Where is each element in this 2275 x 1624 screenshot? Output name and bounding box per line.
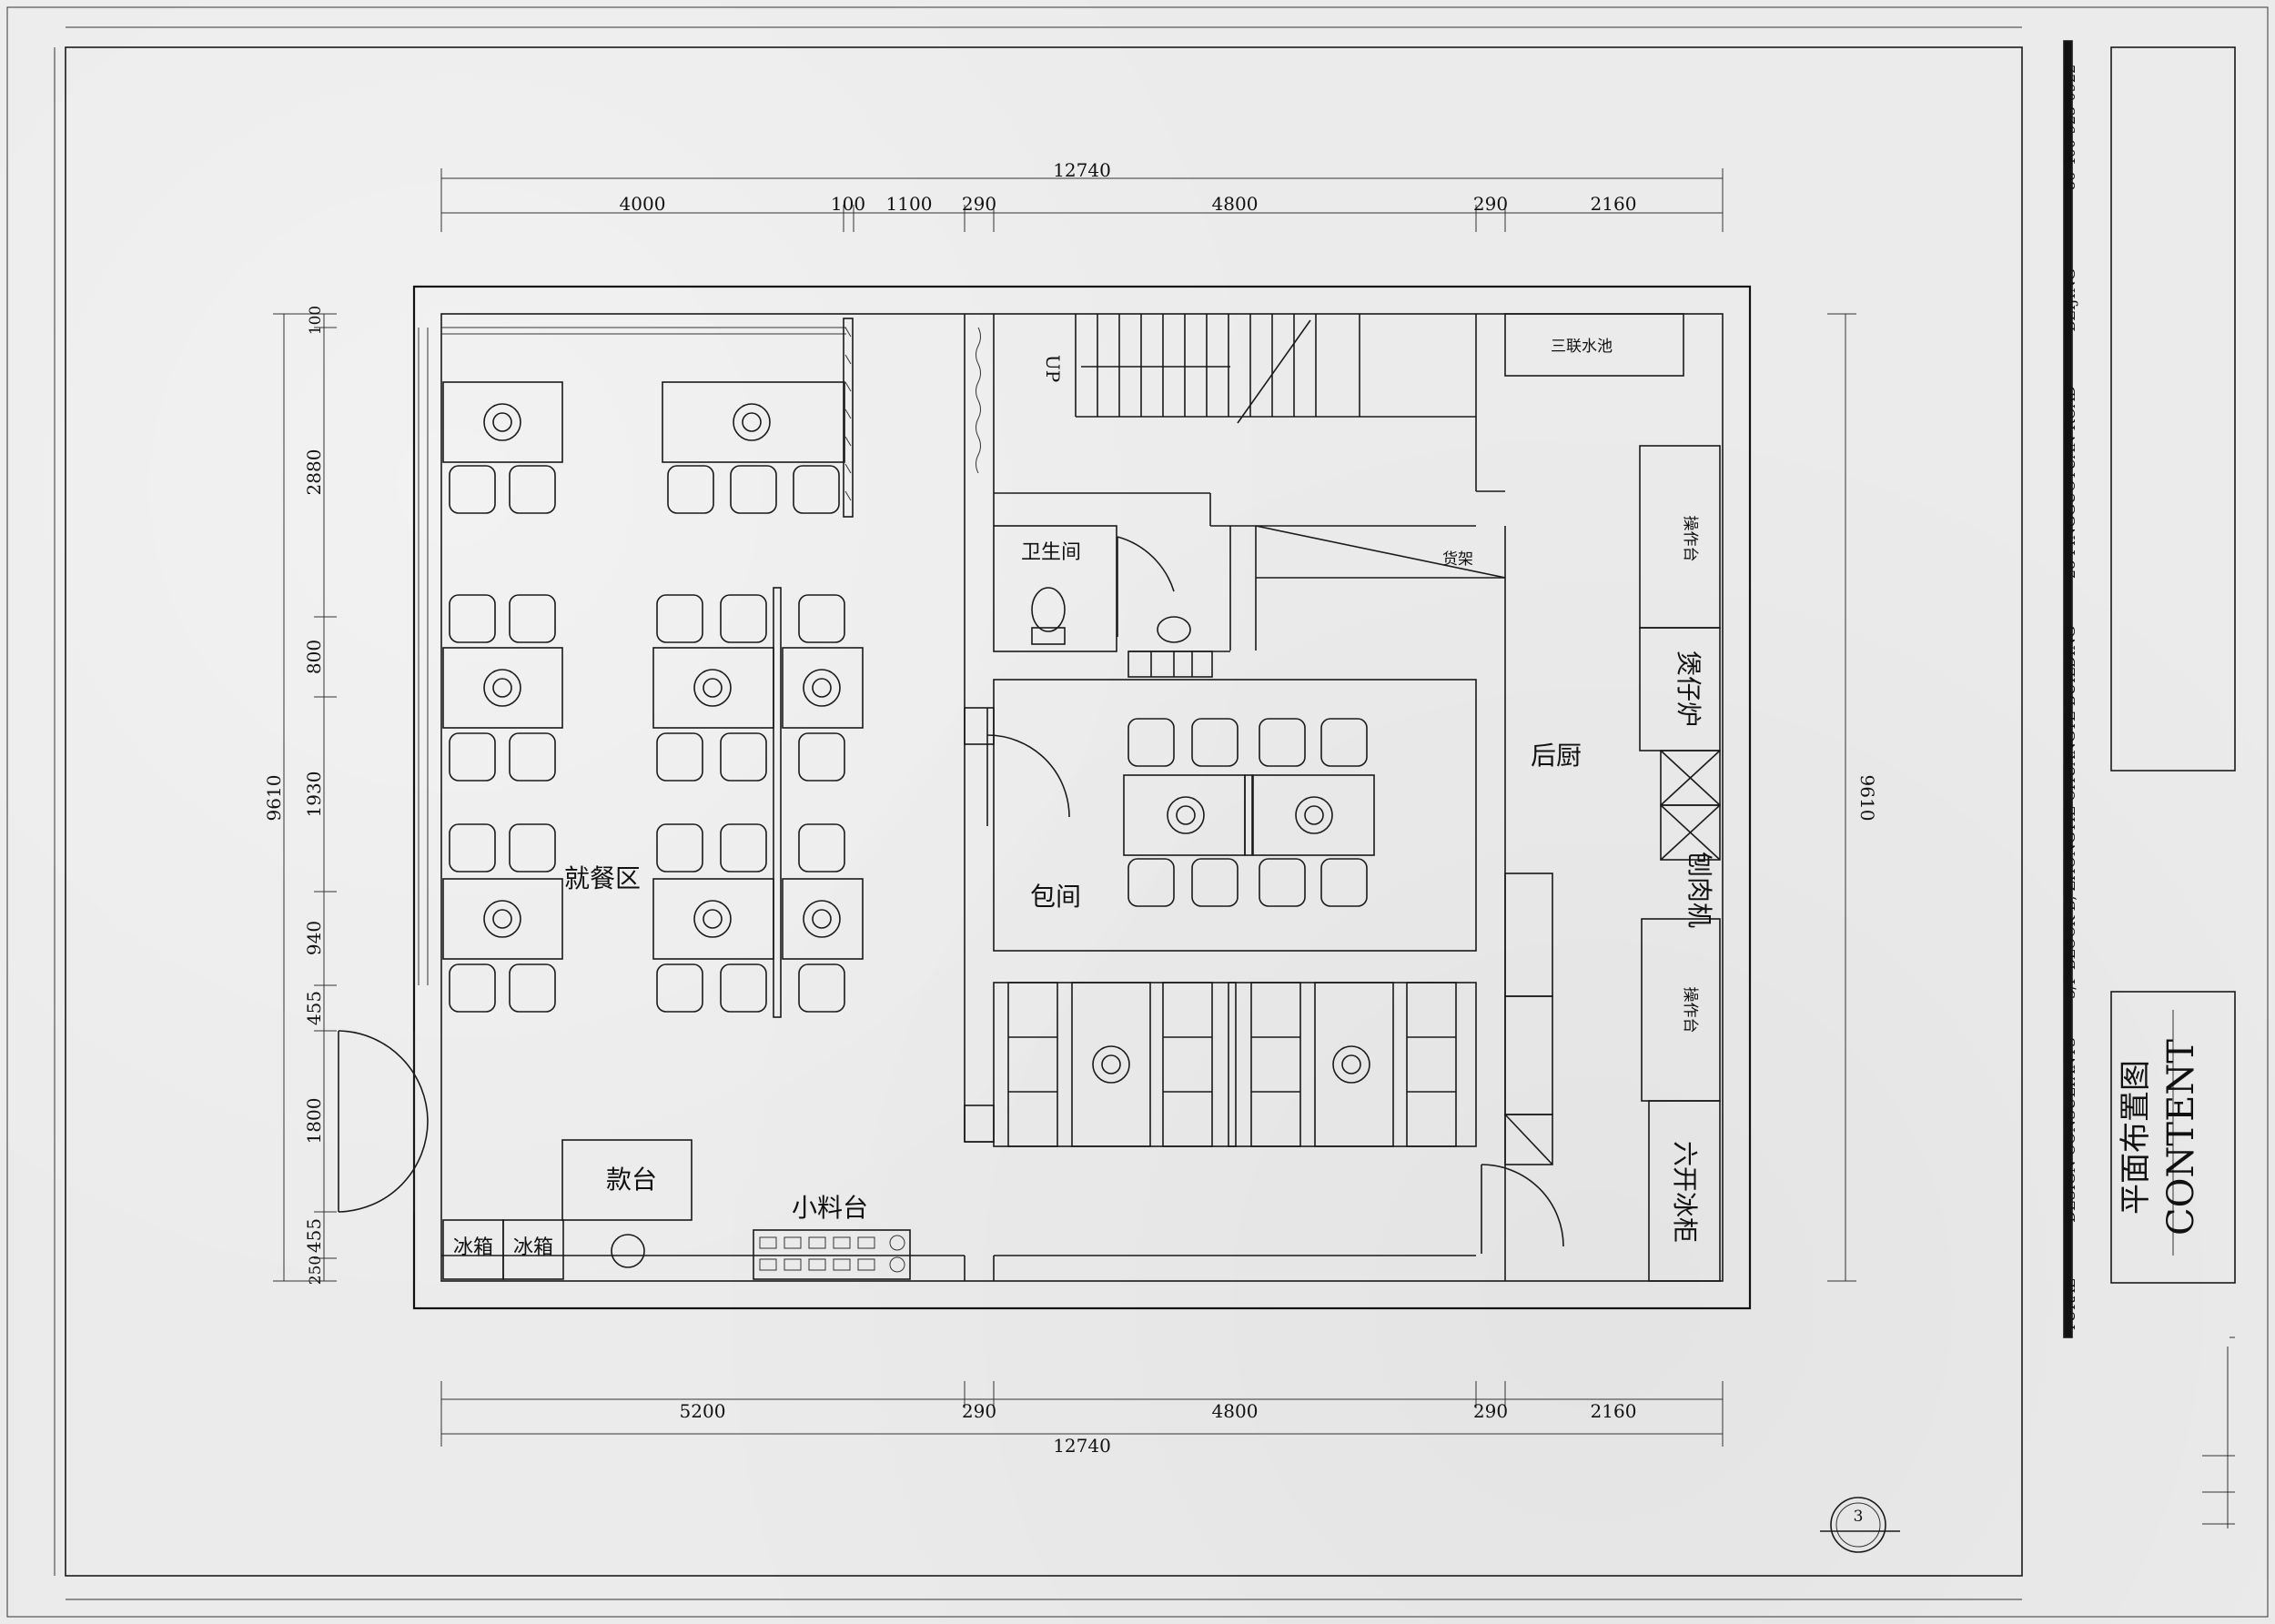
stove-label: 煲仔炉 [1673, 651, 1704, 727]
left-dimension-1: 100 [307, 306, 325, 335]
stairs-up-label: UP [1042, 355, 1064, 382]
left-dimension-5: 940 [303, 921, 325, 955]
cashier-label: 款台 [606, 1165, 657, 1195]
slicer-label: 刨肉机 [1684, 852, 1714, 928]
left-dimension-4: 1930 [303, 772, 325, 818]
top-dimension-3: 1100 [886, 193, 933, 215]
entrance-doors [338, 1030, 429, 1213]
top-dimension-4: 290 [962, 193, 996, 215]
back-kitchen-label: 后厨 [1531, 741, 1582, 771]
top-total-dimension: 12740 [1053, 159, 1111, 181]
bottom-dimension-4: 290 [1473, 1400, 1508, 1422]
private-room-label: 包间 [1030, 882, 1081, 912]
left-dimension-9: 250 [307, 1256, 325, 1285]
left-total-dimension: 9610 [263, 775, 285, 822]
outer-frame [6, 6, 2269, 1618]
title-block [2063, 40, 2236, 1528]
sauce-bar-label: 小料台 [792, 1193, 868, 1223]
left-dimension-2: 2880 [303, 449, 325, 496]
inner-wall-line [440, 313, 1724, 1282]
top-dimension-1: 4000 [620, 193, 666, 215]
left-dimension-8: 455 [303, 1218, 325, 1253]
private-room [993, 679, 1477, 952]
sheet-number: 3 [1854, 1508, 1864, 1526]
sheet-number-marker [1820, 1497, 1900, 1553]
top-dimension-5: 4800 [1212, 193, 1259, 215]
title-chinese: 平面布置图 [2118, 1060, 2154, 1215]
sink-label: 三联水池 [1551, 338, 1613, 356]
title-block-line-3: 3/F BLOCK B, ZHONGTIE CHUANGYE BUILDING [2061, 626, 2078, 999]
restroom [993, 525, 1117, 652]
title-block-line-1: TURAL [2061, 1278, 2078, 1332]
shelf-label: 货架 [1442, 550, 1473, 569]
bottom-total-dimension: 12740 [1053, 1435, 1111, 1457]
top-dimension-6: 290 [1473, 193, 1508, 215]
dining-area-label: 就餐区 [564, 863, 641, 893]
bottom-dimension-1: 5200 [680, 1400, 726, 1422]
stairs [1075, 314, 1476, 424]
top-dimension-2: 100 [831, 193, 865, 215]
bottom-dimension-2: 290 [962, 1400, 996, 1422]
sauce-bar [753, 1229, 911, 1280]
chairs [449, 465, 1368, 1013]
prep-table-2-label: 操作台 [1681, 987, 1699, 1034]
hotpot-burners [483, 403, 1370, 1084]
right-total-dimension: 9610 [1856, 775, 1878, 822]
left-dimension-6: 455 [303, 991, 325, 1025]
bottom-dimension-5: 2160 [1591, 1400, 1637, 1422]
title-block-line-6: 86-400-923-0922 [2061, 65, 2078, 190]
title-block-line-4: 28 PINGGUOYUAN ROAD [2061, 386, 2078, 579]
prep-table-1-label: 操作台 [1681, 516, 1699, 562]
six-door-freezer-label: 六开冰柜 [1670, 1141, 1700, 1243]
title-english: CONTENT [2160, 1039, 2202, 1236]
bottom-dimension-3: 4800 [1212, 1400, 1259, 1422]
booths [964, 982, 1477, 1147]
cashier-counter [561, 1139, 693, 1221]
left-dimension-7: 1800 [303, 1098, 325, 1145]
top-dimension-7: 2160 [1591, 193, 1637, 215]
restroom-label: 卫生间 [1021, 541, 1081, 564]
dining-tables-left [442, 381, 563, 960]
inner-frame [65, 46, 2023, 1577]
title-block-line-2: DESIGN CONSULTANTS [2061, 1037, 2078, 1223]
dining-tables-center [652, 381, 864, 960]
title-block-line-5: BEIJING [2061, 268, 2078, 331]
sink [1504, 313, 1684, 377]
outer-wall [412, 285, 1752, 1310]
left-dimension-3: 800 [303, 640, 325, 674]
